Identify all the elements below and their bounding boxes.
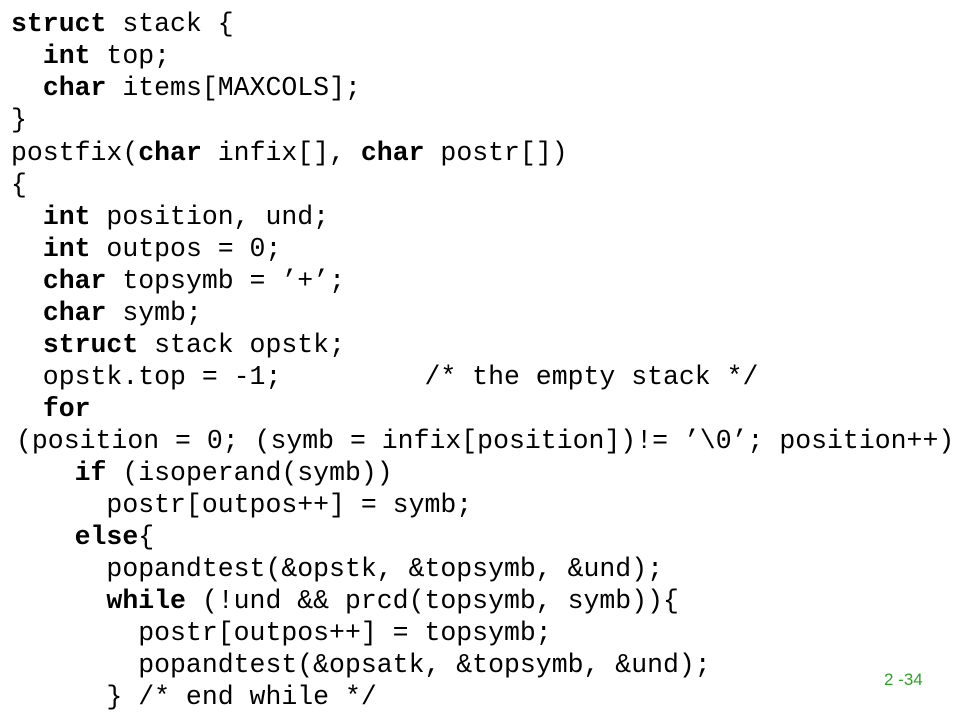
- code-keyword: char: [138, 138, 202, 168]
- code-keyword: char: [42, 73, 107, 103]
- code-text: [11, 73, 43, 103]
- code-line: } /* end while */: [11, 681, 377, 713]
- code-text: items[MAXCOLS];: [106, 73, 361, 103]
- code-line: int outpos = 0;: [11, 233, 282, 265]
- code-line: if (isoperand(symb)): [11, 457, 393, 489]
- code-line: char symb;: [11, 297, 202, 329]
- code-line: while (!und && prcd(topsymb, symb)){: [11, 585, 679, 617]
- code-keyword: int: [42, 234, 91, 264]
- code-line: char items[MAXCOLS];: [11, 72, 361, 104]
- code-text: }: [11, 105, 27, 135]
- code-text: (position = 0; (symb = infix[position])!…: [16, 426, 955, 456]
- code-text: popandtest(&opsatk, &topsymb, &und);: [11, 650, 711, 680]
- code-text: [11, 458, 75, 488]
- code-line: }: [11, 104, 27, 136]
- code-line: int top;: [11, 40, 170, 72]
- code-text: } /* end while */: [11, 682, 377, 712]
- code-text: [11, 202, 43, 232]
- code-text: [11, 234, 43, 264]
- code-line: popandtest(&opsatk, &topsymb, &und);: [11, 649, 711, 681]
- code-keyword: char: [360, 138, 425, 168]
- page-number: 2 -34: [884, 670, 923, 689]
- code-line: struct stack {: [11, 8, 234, 40]
- code-text: postfix(: [11, 138, 139, 168]
- code-text: [11, 41, 43, 71]
- code-keyword: char: [42, 298, 107, 328]
- code-text: postr[]): [424, 138, 568, 168]
- code-keyword: struct: [42, 330, 139, 360]
- code-text: [11, 266, 43, 296]
- code-line: postr[outpos++] = topsymb;: [11, 617, 552, 649]
- code-line: else{: [11, 521, 155, 553]
- code-keyword: int: [42, 41, 91, 71]
- code-text: postr[outpos++] = topsymb;: [11, 618, 552, 648]
- code-text: [11, 586, 106, 616]
- code-line: {: [11, 169, 27, 201]
- code-line: char topsymb = ’+’;: [11, 265, 345, 297]
- code-text: position, und;: [90, 202, 330, 232]
- code-text: symb;: [106, 298, 202, 328]
- code-line: for: [11, 393, 91, 425]
- code-text: opstk.top = -1; /* the empty stack */: [11, 362, 759, 392]
- code-text: topsymb = ’+’;: [106, 266, 345, 296]
- code-text: (!und && prcd(topsymb, symb)){: [185, 586, 679, 616]
- code-text: [11, 298, 43, 328]
- code-line: int position, und;: [11, 201, 329, 233]
- code-text: popandtest(&opstk, &topsymb, &und);: [11, 554, 664, 584]
- code-line: struct stack opstk;: [11, 329, 345, 361]
- code-line: (position = 0; (symb = infix[position])!…: [16, 425, 954, 457]
- code-text: [11, 330, 43, 360]
- code-text: (isoperand(symb)): [106, 458, 393, 488]
- code-text: stack {: [106, 9, 234, 39]
- code-line: postfix(char infix[], char postr[]): [11, 137, 568, 169]
- code-text: {: [11, 170, 27, 200]
- code-text: stack opstk;: [138, 330, 345, 360]
- code-line: postr[outpos++] = symb;: [11, 489, 472, 521]
- code-text: {: [138, 522, 155, 552]
- code-text: infix[],: [201, 138, 361, 168]
- code-keyword: if: [74, 458, 107, 488]
- code-keyword: else: [74, 522, 139, 552]
- code-keyword: for: [42, 394, 91, 424]
- code-text: top;: [90, 41, 171, 71]
- code-keyword: struct: [11, 9, 107, 39]
- code-text: [11, 522, 75, 552]
- code-text: outpos = 0;: [90, 234, 282, 264]
- code-line: popandtest(&opstk, &topsymb, &und);: [11, 553, 663, 585]
- code-line: opstk.top = -1; /* the empty stack */: [11, 361, 759, 393]
- code-keyword: while: [106, 586, 186, 616]
- code-keyword: int: [42, 202, 91, 232]
- code-text: [11, 394, 43, 424]
- code-keyword: char: [42, 266, 107, 296]
- code-text: postr[outpos++] = symb;: [11, 490, 473, 520]
